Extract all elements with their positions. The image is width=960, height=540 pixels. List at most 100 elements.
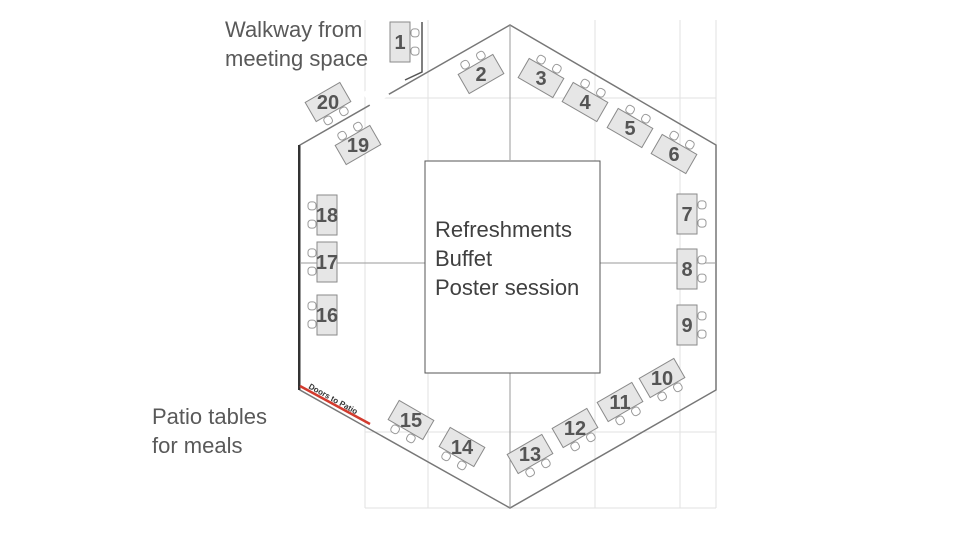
table-6: [650, 130, 698, 175]
table-top: [650, 133, 698, 175]
table-number-7: 7: [681, 204, 692, 226]
table-number-14: 14: [451, 437, 474, 459]
chair-icon: [307, 248, 317, 258]
table-number-9: 9: [681, 315, 692, 337]
chair-icon: [307, 219, 317, 229]
table-top: [334, 124, 382, 166]
chair-icon: [307, 201, 317, 211]
center-label-poster-session: Poster session: [435, 275, 579, 300]
chair-icon: [536, 54, 546, 65]
table-top: [517, 57, 565, 99]
table-top: [561, 81, 609, 123]
patio-door-line: [299, 384, 371, 426]
table-number-20: 20: [317, 92, 339, 114]
chair-icon: [457, 460, 467, 471]
chair-icon: [596, 87, 606, 98]
chair-icon: [406, 433, 416, 444]
table-number-5: 5: [624, 118, 635, 140]
center-label-buffet: Buffet: [435, 246, 492, 271]
chair-icon: [580, 78, 590, 89]
chair-icon: [615, 415, 625, 426]
chair-icon: [697, 200, 707, 210]
table-number-10: 10: [651, 368, 673, 390]
table-number-18: 18: [316, 205, 338, 227]
table-number-8: 8: [681, 259, 692, 281]
walkway-label-line2: meeting space: [225, 46, 368, 71]
table-top: [304, 81, 352, 123]
table-top: [387, 399, 435, 441]
chair-icon: [307, 319, 317, 329]
chair-icon: [525, 467, 535, 478]
table-top: [638, 357, 686, 399]
table-number-12: 12: [564, 418, 586, 440]
chair-icon: [410, 46, 420, 56]
table-1: [389, 21, 420, 63]
chair-icon: [307, 301, 317, 311]
table-number-13: 13: [519, 444, 541, 466]
patio-label-line2: for meals: [152, 433, 242, 458]
table-8: [676, 248, 707, 290]
chair-icon: [390, 424, 400, 435]
chair-icon: [697, 273, 707, 283]
chair-icon: [353, 121, 363, 132]
table-number-1: 1: [394, 32, 405, 54]
table-15: [387, 399, 435, 444]
table-top: [316, 241, 338, 283]
table-number-15: 15: [400, 410, 422, 432]
chair-icon: [476, 50, 486, 61]
table-16: [307, 294, 338, 336]
walkway-wall: [404, 22, 423, 81]
chair-icon: [697, 218, 707, 228]
table-4: [561, 78, 609, 123]
table-number-16: 16: [316, 305, 338, 327]
table-top: [676, 248, 698, 290]
chair-icon: [673, 382, 683, 393]
table-number-2: 2: [475, 64, 486, 86]
table-top: [506, 433, 554, 475]
table-11: [596, 381, 644, 426]
table-top: [676, 304, 698, 346]
table-number-6: 6: [668, 144, 679, 166]
table-19: [334, 121, 382, 166]
table-top: [316, 294, 338, 336]
table-2: [457, 50, 505, 95]
chair-icon: [552, 63, 562, 74]
patio-label-line1: Patio tables: [152, 404, 267, 429]
table-top: [389, 21, 411, 63]
table-top: [551, 407, 599, 449]
chair-icon: [697, 311, 707, 321]
chair-icon: [323, 115, 333, 126]
table-top: [316, 194, 338, 236]
table-13: [506, 433, 554, 478]
chair-icon: [460, 59, 470, 70]
table-17: [307, 241, 338, 283]
table-top: [676, 193, 698, 235]
table-12: [551, 407, 599, 452]
chair-icon: [641, 113, 651, 124]
chair-icon: [307, 266, 317, 276]
chair-icon: [541, 458, 551, 469]
table-18: [307, 194, 338, 236]
table-top: [438, 426, 486, 468]
table-20: [304, 81, 352, 126]
walkway-gap: [362, 81, 390, 107]
table-5: [606, 104, 654, 149]
table-number-3: 3: [535, 68, 546, 90]
chair-icon: [586, 432, 596, 443]
table-10: [638, 357, 686, 402]
center-label-refreshments: Refreshments: [435, 217, 572, 242]
table-number-19: 19: [347, 135, 369, 157]
chair-icon: [669, 130, 679, 141]
chair-icon: [625, 104, 635, 115]
chair-icon: [685, 139, 695, 150]
chair-icon: [657, 391, 667, 402]
walkway-label-line1: Walkway from: [225, 17, 362, 42]
chair-icon: [339, 106, 349, 117]
chair-icon: [410, 28, 420, 38]
table-14: [438, 426, 486, 471]
table-number-11: 11: [609, 392, 630, 414]
chair-icon: [337, 130, 347, 141]
chair-icon: [697, 329, 707, 339]
table-number-4: 4: [579, 92, 591, 114]
